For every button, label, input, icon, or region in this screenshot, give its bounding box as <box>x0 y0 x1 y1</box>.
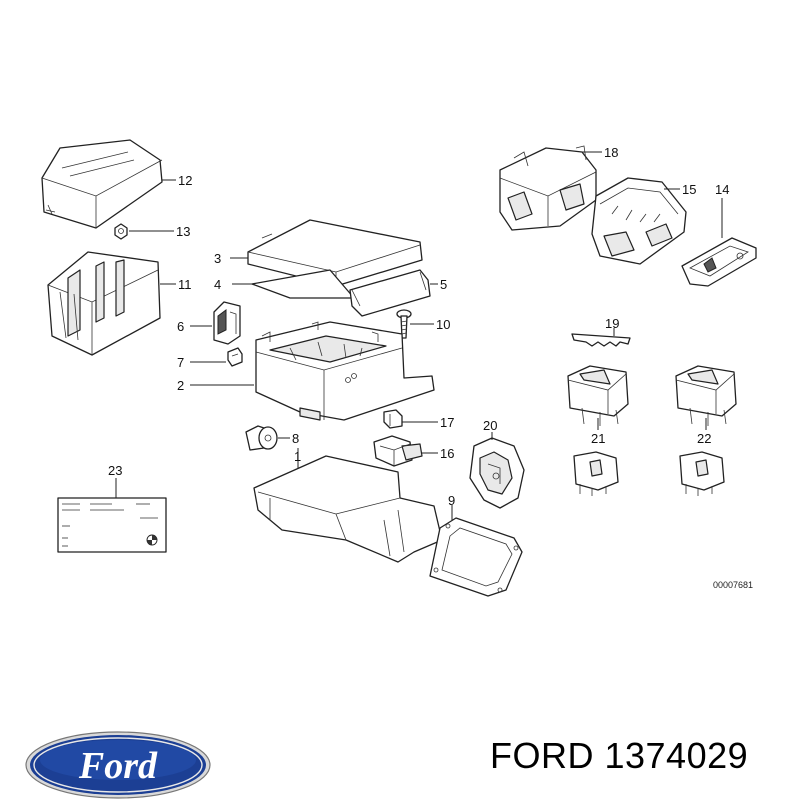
callout-12: 12 <box>178 173 192 188</box>
callout-23: 23 <box>108 463 122 478</box>
callout-7: 7 <box>177 355 184 370</box>
part-19-strip <box>571 333 631 347</box>
part-11-tray <box>47 251 161 356</box>
part-21-relay <box>567 365 629 426</box>
part-20-connector <box>469 437 525 509</box>
ford-logo-wordmark: Ford <box>78 745 158 787</box>
ford-logo: Ford <box>25 731 211 799</box>
part-22-relay <box>675 365 737 426</box>
callout-5: 5 <box>440 277 447 292</box>
part-13-nut <box>114 223 128 240</box>
part-1-housing <box>253 455 443 563</box>
part-6-holder <box>213 301 241 345</box>
part-18-socket <box>499 145 597 231</box>
callout-10: 10 <box>436 317 450 332</box>
callout-1: 1 <box>294 449 301 464</box>
part-10-screw <box>396 309 412 339</box>
part-8-grommet <box>245 425 278 451</box>
callout-17: 17 <box>440 415 454 430</box>
drawing-code: 00007681 <box>713 580 753 590</box>
callout-3: 3 <box>214 251 221 266</box>
callout-6: 6 <box>177 319 184 334</box>
callout-19: 19 <box>605 316 619 331</box>
callout-9: 9 <box>448 493 455 508</box>
callout-11: 11 <box>178 277 192 292</box>
part-15-carrier <box>591 177 687 265</box>
part-23-label <box>57 497 167 553</box>
part-9-gasket-plate <box>429 517 523 597</box>
part-17-clip <box>383 409 403 429</box>
part-3-lid <box>247 219 423 287</box>
callout-2: 2 <box>177 378 184 393</box>
part-7-fuse <box>227 347 243 367</box>
part-22-relay-base <box>679 451 725 496</box>
part-14-plate <box>681 237 757 287</box>
part-number-caption: FORD 1374029 <box>490 735 749 776</box>
part-12-cover <box>41 139 163 229</box>
callout-15: 15 <box>682 182 696 197</box>
callout-21: 21 <box>591 431 605 446</box>
part-21-relay-base <box>573 451 619 496</box>
callout-13: 13 <box>176 224 190 239</box>
part-16-connector <box>373 435 423 467</box>
callout-8: 8 <box>292 431 299 446</box>
part-2-fusebox <box>255 321 435 421</box>
callout-20: 20 <box>483 418 497 433</box>
callout-22: 22 <box>697 431 711 446</box>
part-5-bracket <box>349 269 431 317</box>
callout-14: 14 <box>715 182 729 197</box>
callout-16: 16 <box>440 446 454 461</box>
callout-18: 18 <box>604 145 618 160</box>
callout-4: 4 <box>214 277 221 292</box>
